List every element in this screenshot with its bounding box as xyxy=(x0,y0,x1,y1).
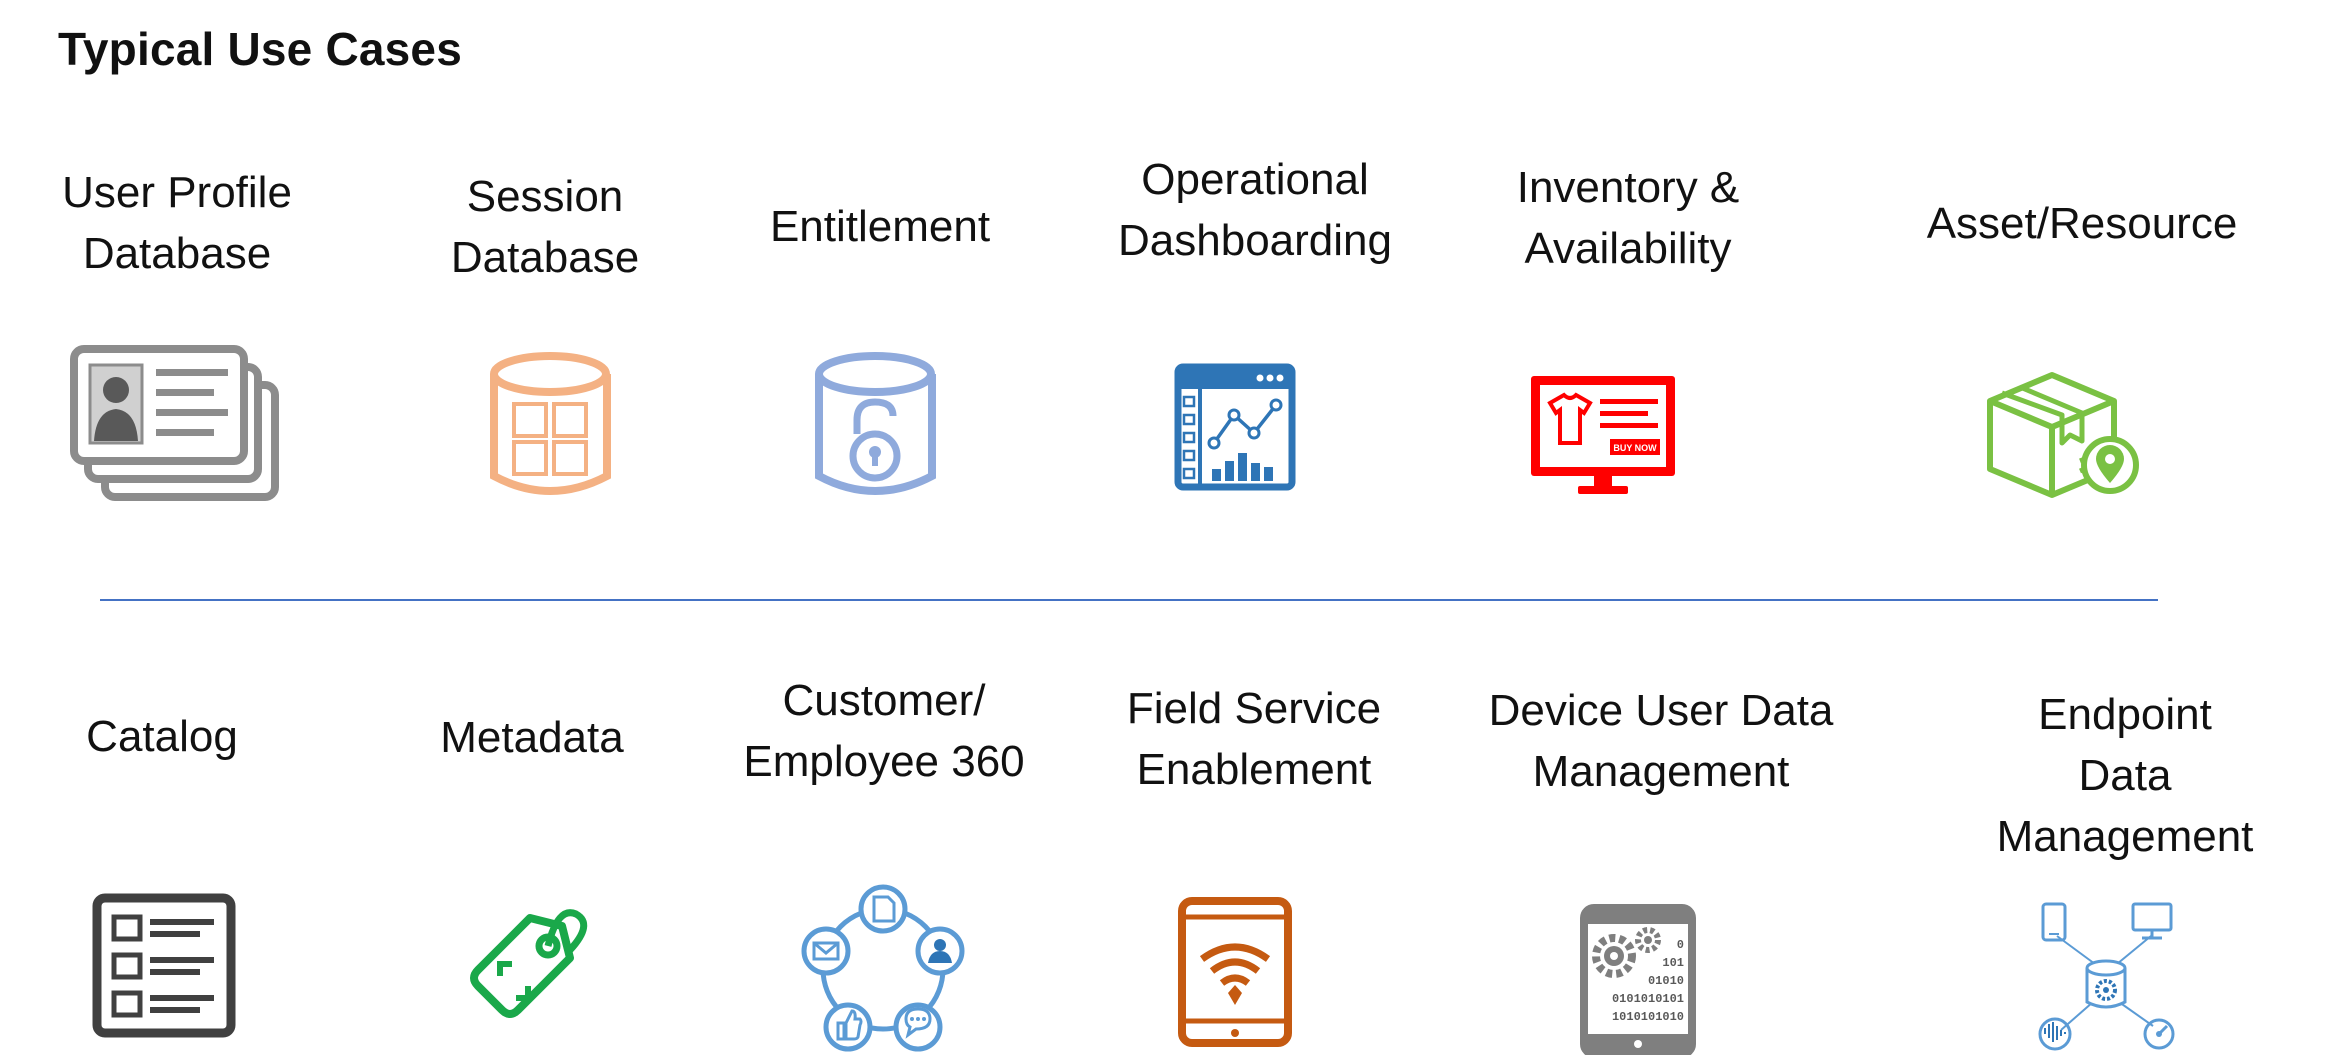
label-endpoint-data-management: Endpoint Data Management xyxy=(1996,690,2254,861)
catalog-list-icon xyxy=(92,893,236,1038)
label-user-profile-database: User Profile Database xyxy=(62,168,292,278)
binary-line: 01010 xyxy=(1648,974,1684,988)
binary-line: 0 xyxy=(1677,938,1684,952)
label-inventory-availability: Inventory & Availability xyxy=(1516,163,1740,273)
lock-database-icon xyxy=(815,352,936,495)
label-operational-dashboarding: Operational Dashboarding xyxy=(1118,155,1392,265)
endpoint-hub-icon xyxy=(2038,902,2175,1051)
section-divider xyxy=(100,599,2158,601)
label-catalog: Catalog xyxy=(86,712,238,761)
box-location-icon xyxy=(1987,372,2139,498)
binary-line: 0101010101 xyxy=(1612,992,1684,1006)
profile-cards-icon xyxy=(70,345,279,501)
binary-line: 1010101010 xyxy=(1612,1010,1684,1024)
circle-network-icon xyxy=(801,884,965,1052)
label-customer-employee-360: Customer/ Employee 360 xyxy=(743,676,1025,786)
shop-monitor-icon: BUY NOW xyxy=(1531,376,1675,494)
label-device-user-data-management: Device User Data Management xyxy=(1488,686,1834,796)
session-database-icon xyxy=(490,352,611,495)
label-session-database: Session Database xyxy=(450,172,640,282)
label-asset-resource: Asset/Resource xyxy=(1926,199,2238,248)
buy-now-badge: BUY NOW xyxy=(1613,443,1657,453)
label-metadata: Metadata xyxy=(440,713,624,762)
tablet-gears-icon: 0 101 01010 0101010101 1010101010 xyxy=(1580,904,1696,1055)
label-field-service-enablement: Field Service Enablement xyxy=(1126,684,1382,794)
label-entitlement: Entitlement xyxy=(769,202,991,251)
tablet-wifi-icon xyxy=(1178,897,1292,1047)
page-title: Typical Use Cases xyxy=(58,23,462,75)
dashboard-chart-icon xyxy=(1174,363,1296,491)
binary-line: 101 xyxy=(1662,956,1684,970)
tag-icon xyxy=(470,909,588,1018)
